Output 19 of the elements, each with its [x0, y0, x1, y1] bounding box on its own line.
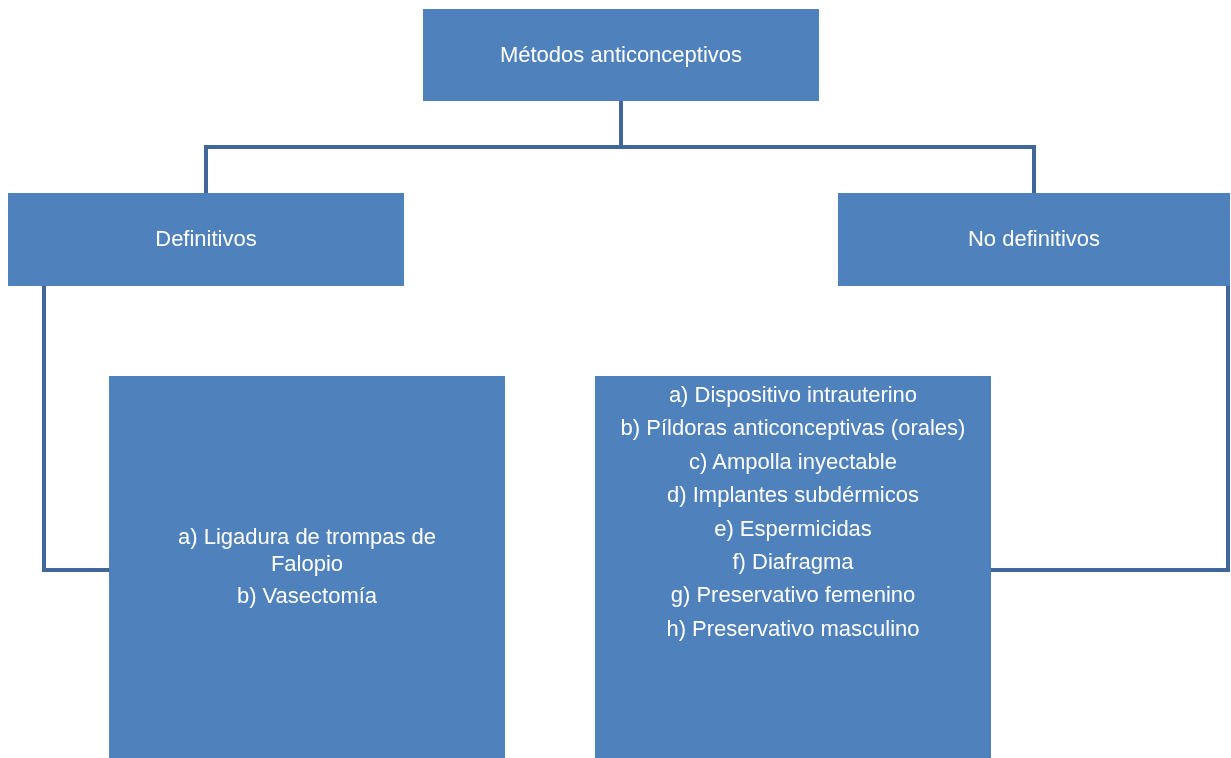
category-box — [109, 376, 505, 758]
connector-line — [42, 286, 109, 572]
box-text: e) Espermicidas — [714, 515, 872, 542]
box-text: Definitivos — [155, 226, 257, 253]
box-text: b) Píldoras anticonceptivas (orales) — [620, 415, 966, 442]
category-box — [838, 193, 1230, 286]
box-text: No definitivos — [967, 226, 1101, 253]
connector-line — [991, 286, 1230, 572]
category-box — [8, 193, 404, 286]
box-text: Métodos anticonceptivos — [499, 41, 743, 69]
box-text: d) Implantes subdérmicos — [667, 482, 919, 509]
box-text: c) Ampolla inyectable — [689, 448, 897, 476]
category-box — [423, 9, 819, 101]
box-text: b) Vasectomía — [236, 583, 378, 610]
box-text: g) Preservativo femenino — [670, 582, 916, 609]
box-text: h) Preservativo masculino — [666, 615, 920, 643]
box-text: f) Diafragma — [732, 548, 854, 576]
category-box — [595, 376, 991, 758]
box-text: a) Dispositivo intrauterino — [668, 382, 918, 409]
